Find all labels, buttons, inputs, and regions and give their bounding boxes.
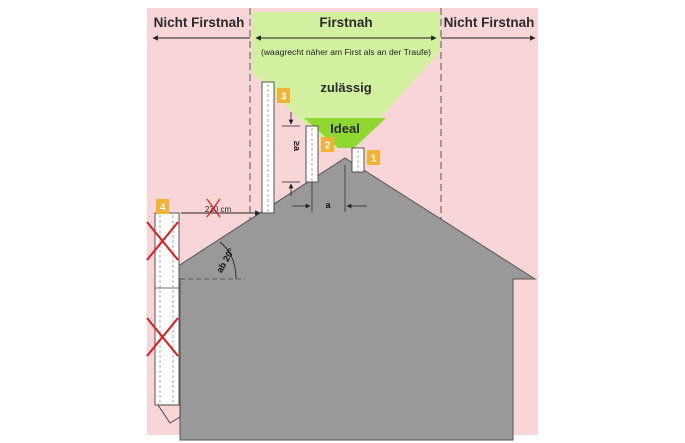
- house: [156, 157, 537, 441]
- roof-angle-arc: [219, 241, 237, 280]
- zone-label-right: Nicht Firstnah: [444, 15, 535, 30]
- allowed-cone: [252, 12, 440, 148]
- distance-a-label: a: [325, 200, 331, 210]
- svg-text:3: 3: [281, 92, 287, 103]
- badge-2: 2: [321, 137, 334, 152]
- height-rule-label: ≥a: [292, 141, 302, 152]
- zone-center-note: (waagrecht näher am First als an der Tra…: [261, 47, 431, 57]
- chimney-4-bracket: [157, 404, 181, 424]
- badge-3: 3: [277, 88, 290, 103]
- forbidden-cross-top: [146, 221, 179, 261]
- svg-text:4: 4: [160, 203, 166, 214]
- svg-text:2: 2: [325, 141, 331, 152]
- allowed-label: zulässig: [320, 80, 371, 95]
- distance-230-cross: [206, 198, 221, 218]
- chimney-3: [261, 81, 275, 214]
- forbidden-cross-bottom: [146, 317, 179, 357]
- zone-label-left: Nicht Firstnah: [154, 15, 245, 30]
- ideal-zone: [304, 118, 386, 148]
- chimney-4: [154, 212, 180, 406]
- badge-1: 1: [367, 150, 380, 165]
- zone-label-center: Firstnah: [319, 15, 372, 30]
- ideal-label: Ideal: [330, 121, 360, 136]
- distance-230-label: 230 cm: [205, 205, 232, 214]
- svg-text:1: 1: [371, 154, 377, 165]
- badge-4: 4: [156, 199, 169, 214]
